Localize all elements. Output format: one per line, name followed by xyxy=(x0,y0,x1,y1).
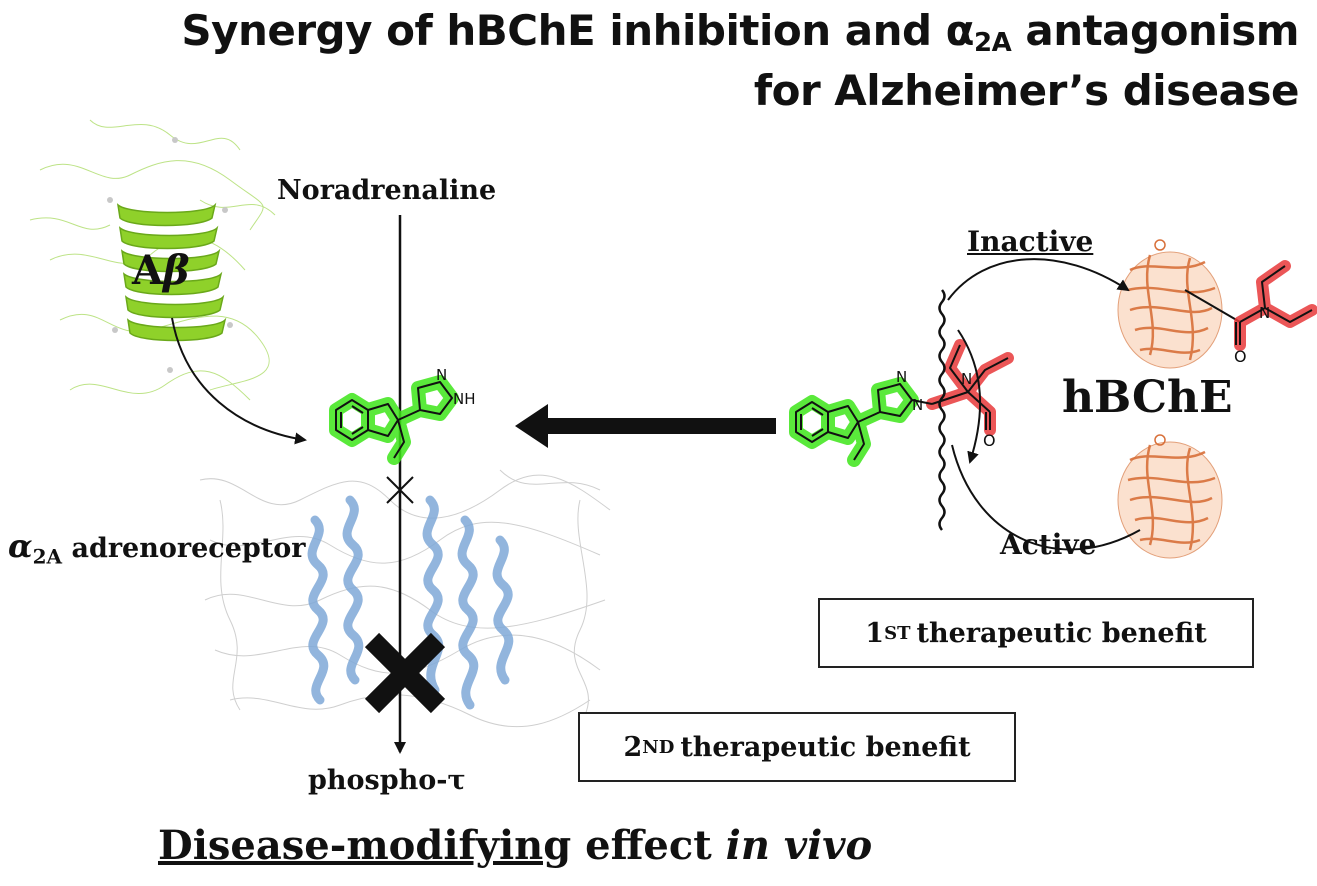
title-prefix: Synergy of hBChE inhibition and xyxy=(181,6,946,55)
prodrug-carbonyl-o: O xyxy=(983,431,996,450)
reactivation-cycle-arrow xyxy=(951,444,1141,551)
phospho-tau-label: phospho-τ xyxy=(308,765,466,796)
receptor-subscript: 2A xyxy=(32,544,63,569)
active-label: Active xyxy=(1000,528,1097,561)
title-alpha: α xyxy=(945,6,975,55)
second-benefit-text: therapeutic benefit xyxy=(680,731,971,763)
title-alpha-subscript: 2A xyxy=(974,28,1012,58)
prodrug-carbamate-n: N xyxy=(961,370,972,388)
enzyme-surface-boundary xyxy=(938,289,946,531)
abeta-beta-symbol: β xyxy=(163,247,190,294)
inactivation-cycle-arrow xyxy=(947,258,1130,301)
abeta-letter: A xyxy=(132,247,164,294)
noradrenaline-label: Noradrenaline xyxy=(277,175,497,206)
carbamylated-enzyme-adduct: N O xyxy=(1184,260,1317,366)
title-suffix: antagonism xyxy=(1011,6,1299,55)
alpha2a-adrenoreceptor-label: α2A adrenoreceptor xyxy=(8,527,305,568)
first-benefit-text: therapeutic benefit xyxy=(916,617,1207,649)
ligand-imidazole-nh: NH xyxy=(453,390,476,408)
first-benefit-number: 1 xyxy=(865,617,885,649)
effect-in-vivo-text: in vivo xyxy=(725,822,873,869)
cleavage-inner-arrow xyxy=(957,329,982,464)
abeta-activation-arrow xyxy=(171,317,307,445)
adduct-carbamate-n: N xyxy=(1259,304,1270,322)
hbche-label: hBChE xyxy=(1062,372,1233,423)
effect-middle-text: effect xyxy=(571,822,726,869)
inactive-label: Inactive xyxy=(967,225,1094,258)
second-benefit-ordinal: ND xyxy=(642,736,675,758)
title-line-2: for Alzheimer’s disease xyxy=(753,66,1300,115)
released-antagonist-molecule: N NH xyxy=(329,366,476,465)
first-benefit-ordinal: ST xyxy=(884,622,911,644)
prodrug-release-arrow xyxy=(515,404,776,448)
effect-underlined-text: Disease-modifying xyxy=(158,822,572,869)
signal-blocked-thin-cross xyxy=(386,476,414,504)
second-benefit-number: 2 xyxy=(623,731,643,763)
ligand-imidazole-n: N xyxy=(436,366,447,384)
prodrug-imidazole-n1: N xyxy=(912,396,923,414)
adduct-carbonyl-o: O xyxy=(1234,347,1247,366)
hbche-enzyme-inactive-structure xyxy=(1117,239,1223,369)
receptor-name: adrenoreceptor xyxy=(62,533,306,564)
title-line-1: Synergy of hBChE inhibition and α2A anta… xyxy=(181,6,1299,58)
abeta-label: Aβ xyxy=(132,247,190,294)
amyloid-beta-fibril xyxy=(29,119,276,401)
disease-modifying-effect-caption: Disease-modifying effect in vivo xyxy=(158,822,872,869)
prodrug-imidazole-n: N xyxy=(896,368,907,386)
carbamate-prodrug-molecule: N N N O xyxy=(789,339,1014,467)
signal-blocked-bold-cross xyxy=(364,632,446,714)
hbche-enzyme-active-structure xyxy=(1117,434,1223,559)
receptor-alpha-symbol: α xyxy=(8,527,33,565)
alpha2a-receptor-structure xyxy=(199,469,611,728)
